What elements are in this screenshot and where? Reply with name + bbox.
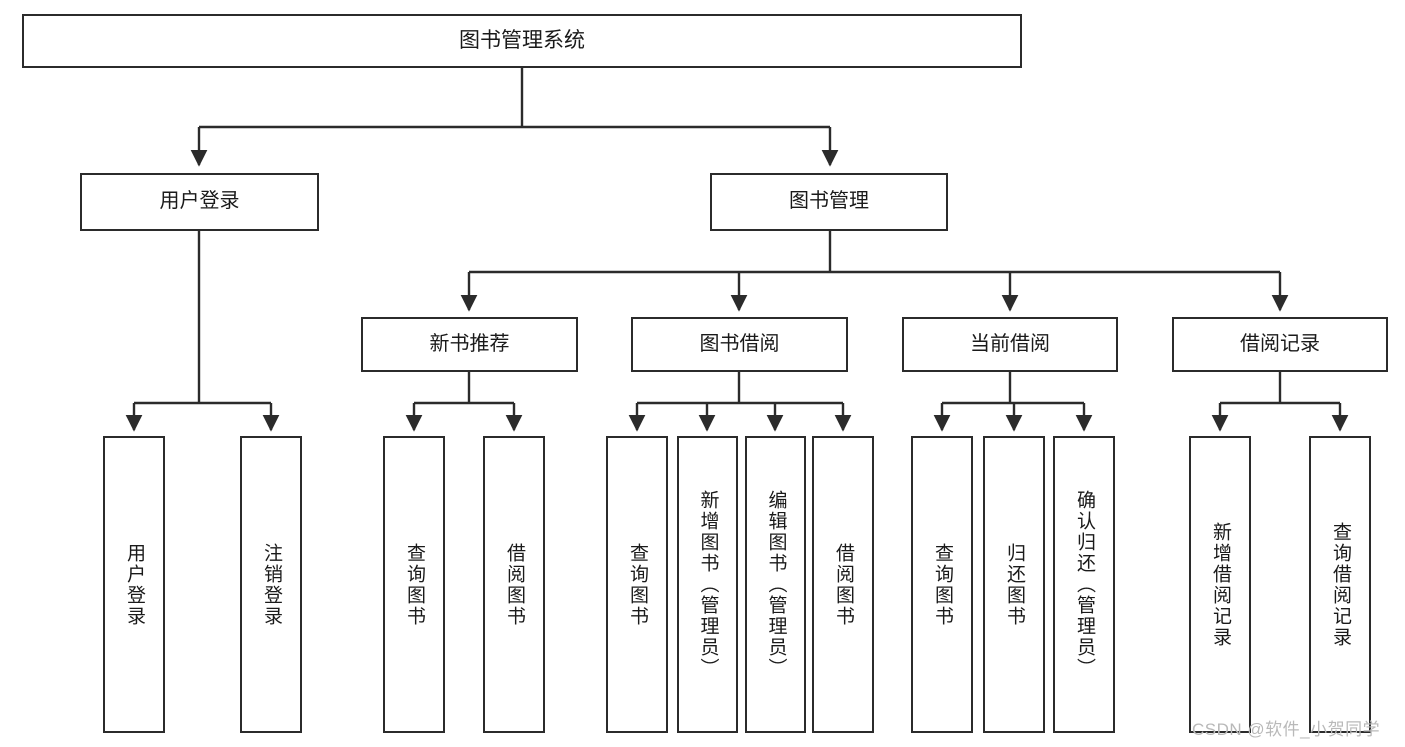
node-leaf-add-book-admin[interactable]: 新增图书（管理员） [677,436,738,733]
node-leaf-borrow-book-1[interactable]: 借阅图书 [483,436,545,733]
node-leaf-borrow-book-2[interactable]: 借阅图书 [812,436,874,733]
node-current-borrow[interactable]: 当前借阅 [902,317,1118,372]
node-leaf-query-book-2[interactable]: 查询图书 [606,436,668,733]
node-borrow-record[interactable]: 借阅记录 [1172,317,1388,372]
node-root-label: 图书管理系统 [459,28,585,52]
node-leaf-confirm-return-admin[interactable]: 确认归还（管理员） [1053,436,1115,733]
watermark-text: CSDN @软件_小贺同学 [1192,720,1381,739]
node-leaf-confirm-return-admin-label: 确认归还（管理员） [1073,490,1095,679]
node-leaf-query-book-3[interactable]: 查询图书 [911,436,973,733]
node-root[interactable]: 图书管理系统 [22,14,1022,68]
node-user-login[interactable]: 用户登录 [80,173,319,231]
node-leaf-return-book-label: 归还图书 [1003,542,1025,627]
node-new-book-recommend[interactable]: 新书推荐 [361,317,578,372]
node-leaf-add-borrow-record-label: 新增借阅记录 [1209,521,1231,648]
node-leaf-query-book-1-label: 查询图书 [403,542,425,627]
node-book-management-label: 图书管理 [789,190,869,213]
node-leaf-add-borrow-record[interactable]: 新增借阅记录 [1189,436,1251,733]
node-leaf-user-login-label: 用户登录 [123,542,145,627]
node-leaf-user-login[interactable]: 用户登录 [103,436,165,733]
node-leaf-query-book-2-label: 查询图书 [626,542,648,627]
node-leaf-logout-login[interactable]: 注销登录 [240,436,302,733]
node-leaf-return-book[interactable]: 归还图书 [983,436,1045,733]
node-leaf-logout-login-label: 注销登录 [260,542,282,627]
node-leaf-borrow-book-1-label: 借阅图书 [503,542,525,627]
node-leaf-borrow-book-2-label: 借阅图书 [832,542,854,627]
node-leaf-edit-book-admin-label: 编辑图书（管理员） [765,490,787,679]
node-leaf-query-borrow-record-label: 查询借阅记录 [1329,521,1351,648]
node-leaf-query-borrow-record[interactable]: 查询借阅记录 [1309,436,1371,733]
node-current-borrow-label: 当前借阅 [970,332,1050,355]
node-book-borrow[interactable]: 图书借阅 [631,317,848,372]
node-book-borrow-label: 图书借阅 [699,332,780,355]
node-leaf-edit-book-admin[interactable]: 编辑图书（管理员） [745,436,806,733]
node-leaf-query-book-1[interactable]: 查询图书 [383,436,445,733]
node-borrow-record-label: 借阅记录 [1240,332,1320,355]
node-user-login-label: 用户登录 [159,190,240,213]
node-new-book-recommend-label: 新书推荐 [429,332,510,355]
node-leaf-query-book-3-label: 查询图书 [931,542,953,627]
node-book-management[interactable]: 图书管理 [710,173,948,231]
node-leaf-add-book-admin-label: 新增图书（管理员） [697,490,719,679]
